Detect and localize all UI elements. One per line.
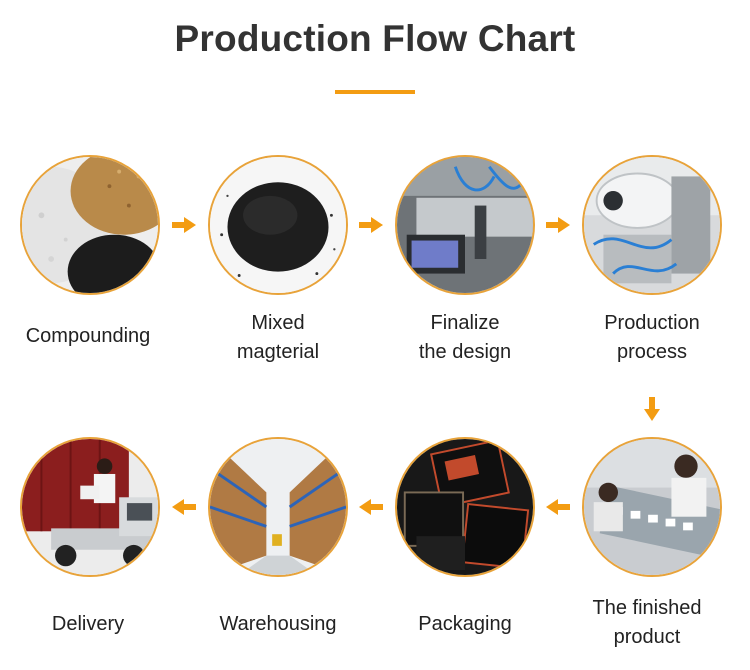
- black-powder-icon: [210, 157, 346, 293]
- step-finished-label: The finished product: [592, 597, 702, 648]
- step-delivery-label: Delivery: [51, 613, 125, 635]
- arrow-left-icon: [546, 499, 570, 515]
- arrow-down-icon: [644, 397, 660, 421]
- page-title: Production Flow Chart: [174, 18, 576, 59]
- step-compounding-image: [20, 155, 160, 295]
- finished-product-icon: [584, 439, 720, 575]
- warehouse-icon: [210, 439, 346, 575]
- design-machine-icon: [397, 157, 533, 293]
- step-warehouse-image: [208, 437, 348, 577]
- delivery-truck-icon: [22, 439, 158, 575]
- step-design-label: Finalize the design: [418, 312, 512, 363]
- step-mixed-label: Mixed magterial: [236, 312, 320, 363]
- step-packaging-image: [395, 437, 535, 577]
- step-production-image: [582, 155, 722, 295]
- arrow-right-icon: [359, 217, 383, 233]
- step-finished-image: [582, 437, 722, 577]
- step-mixed-image: [208, 155, 348, 295]
- title-underline: [335, 90, 415, 94]
- arrow-right-icon: [546, 217, 570, 233]
- raw-powders-icon: [22, 157, 158, 293]
- production-machine-icon: [584, 157, 720, 293]
- step-compounding-label: Compounding: [25, 325, 151, 347]
- step-packaging-label: Packaging: [418, 613, 512, 635]
- arrow-right-icon: [172, 217, 196, 233]
- step-design-image: [395, 155, 535, 295]
- arrow-left-icon: [172, 499, 196, 515]
- step-production-label: Production process: [604, 312, 700, 363]
- step-delivery-image: [20, 437, 160, 577]
- packaging-icon: [397, 439, 533, 575]
- arrow-left-icon: [359, 499, 383, 515]
- step-warehouse-label: Warehousing: [219, 613, 337, 635]
